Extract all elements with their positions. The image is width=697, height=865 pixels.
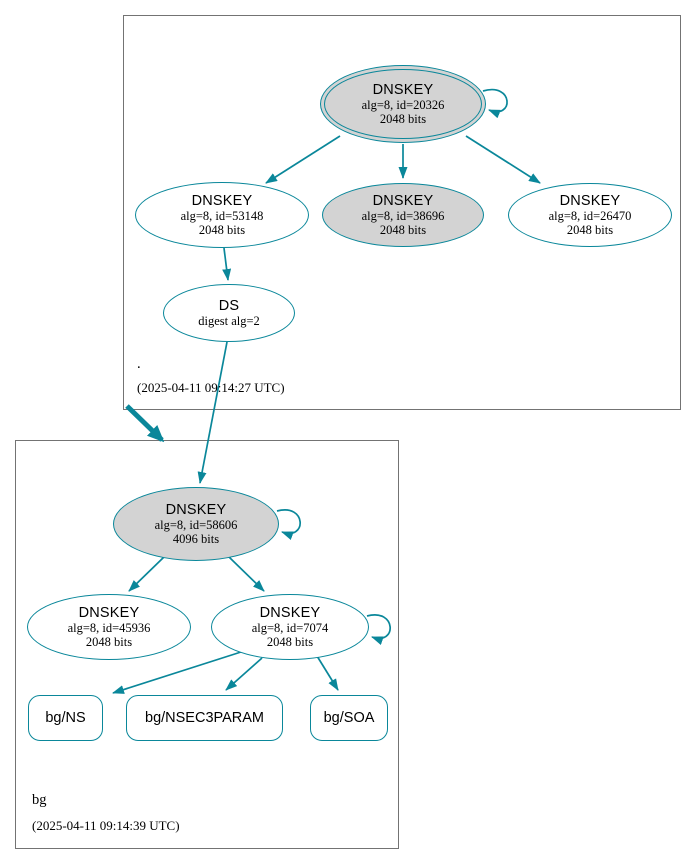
node-title: DS xyxy=(218,297,240,314)
node-title: DNSKEY xyxy=(372,192,434,209)
rrset-label: bg/NS xyxy=(45,710,86,726)
dnskey-7074-node[interactable]: DNSKEY alg=8, id=7074 2048 bits xyxy=(211,594,369,660)
dnskey-20326-node[interactable]: DNSKEY alg=8, id=20326 2048 bits xyxy=(320,65,486,143)
dnskey-45936-node[interactable]: DNSKEY alg=8, id=45936 2048 bits xyxy=(27,594,191,660)
node-bits: 4096 bits xyxy=(172,532,220,547)
node-alg-id: alg=8, id=58606 xyxy=(154,518,238,533)
bg-ns-rrset[interactable]: bg/NS xyxy=(28,695,103,741)
root-zone-timestamp: (2025-04-11 09:14:27 UTC) xyxy=(137,380,285,395)
node-bits: 2048 bits xyxy=(85,635,133,650)
node-alg-id: alg=8, id=26470 xyxy=(548,209,632,224)
node-title: DNSKEY xyxy=(259,604,321,621)
node-bits: 2048 bits xyxy=(379,112,427,127)
dnskey-38696-node[interactable]: DNSKEY alg=8, id=38696 2048 bits xyxy=(322,183,484,247)
node-bits: 2048 bits xyxy=(379,223,427,238)
node-bits: 2048 bits xyxy=(198,223,246,238)
node-title: DNSKEY xyxy=(78,604,140,621)
bg-zone-label: bg xyxy=(32,792,47,808)
rrset-label: bg/SOA xyxy=(323,710,375,726)
bg-zone-timestamp: (2025-04-11 09:14:39 UTC) xyxy=(32,818,180,833)
bg-nsec3param-rrset[interactable]: bg/NSEC3PARAM xyxy=(126,695,283,741)
ds-node[interactable]: DS digest alg=2 xyxy=(163,284,295,342)
node-title: DNSKEY xyxy=(165,501,227,518)
node-title: DNSKEY xyxy=(191,192,253,209)
node-title: DNSKEY xyxy=(559,192,621,209)
node-alg-id: alg=8, id=20326 xyxy=(361,98,445,113)
bg-soa-rrset[interactable]: bg/SOA xyxy=(310,695,388,741)
dnskey-26470-node[interactable]: DNSKEY alg=8, id=26470 2048 bits xyxy=(508,183,672,247)
dnskey-58606-node[interactable]: DNSKEY alg=8, id=58606 4096 bits xyxy=(113,487,279,561)
edge-root-zone-to-bg-zone xyxy=(125,404,165,443)
rrset-label: bg/NSEC3PARAM xyxy=(145,710,264,726)
node-alg-id: alg=8, id=53148 xyxy=(180,209,264,224)
node-digest-alg: digest alg=2 xyxy=(198,314,260,329)
root-zone-label: . xyxy=(137,356,141,372)
node-alg-id: alg=8, id=45936 xyxy=(67,621,151,636)
node-bits: 2048 bits xyxy=(266,635,314,650)
node-title: DNSKEY xyxy=(372,81,434,98)
node-alg-id: alg=8, id=38696 xyxy=(361,209,445,224)
dnskey-53148-node[interactable]: DNSKEY alg=8, id=53148 2048 bits xyxy=(135,182,309,248)
node-alg-id: alg=8, id=7074 xyxy=(251,621,329,636)
node-bits: 2048 bits xyxy=(566,223,614,238)
